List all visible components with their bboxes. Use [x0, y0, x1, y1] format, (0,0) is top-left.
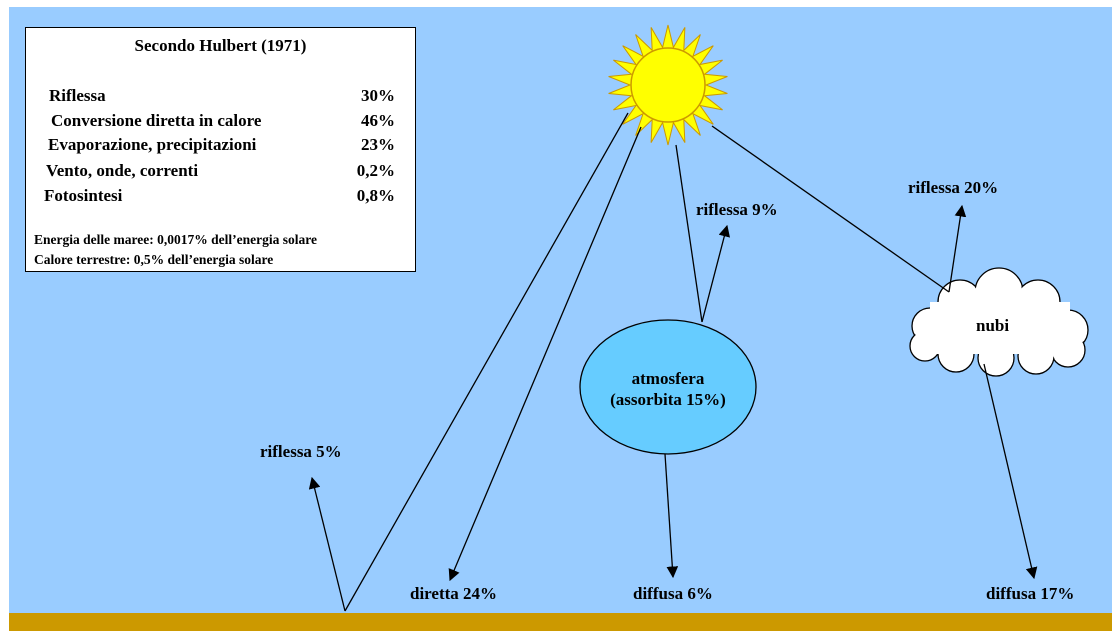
legend-row-value: 30% [361, 86, 395, 105]
legend-row-label: Fotosintesi [44, 186, 123, 205]
cloud-icon [909, 267, 1089, 377]
ray-reflected-ground [308, 476, 346, 612]
atmosphere-label: atmosfera (assorbita 15%) [588, 368, 748, 410]
ray-to-atmosphere [675, 144, 703, 323]
label-reflected-ground: riflessa 5% [260, 442, 342, 461]
label-direct: diretta 24% [410, 584, 498, 603]
legend-row-value: 0,8% [356, 186, 395, 205]
legend-box: Secondo Hulbert (1971) Riflessa 30% Conv… [25, 27, 416, 272]
ray-reflected-atmosphere [701, 224, 731, 323]
legend-row: Fotosintesi 0,8% [44, 186, 395, 208]
legend-row: Conversione diretta in calore 46% [46, 111, 395, 133]
ray-to-clouds [711, 125, 950, 293]
legend-note-tides: Energia delle maree: 0,0017% dell’energi… [34, 232, 317, 247]
legend-row-label: Conversione diretta in calore [51, 111, 262, 130]
sun-icon [608, 24, 728, 146]
ground-strip [9, 613, 1112, 631]
sun-disc [630, 47, 706, 123]
legend-row: Vento, onde, correnti 0,2% [46, 161, 395, 183]
legend-row-value: 0,2% [356, 161, 395, 180]
ray-to-ground [344, 112, 629, 612]
label-diffuse-clouds: diffusa 17% [986, 584, 1075, 603]
label-reflected-atmosphere: riflessa 9% [696, 200, 778, 219]
ray-diffuse-clouds [983, 363, 1038, 580]
legend-note-earth-heat: Calore terrestre: 0,5% dell’energia sola… [34, 252, 274, 267]
atmosphere-label-line2: (assorbita 15%) [610, 390, 726, 409]
clouds-label: nubi [976, 316, 1010, 335]
legend-title: Secondo Hulbert (1971) [134, 36, 307, 55]
legend-row-value: 46% [361, 111, 395, 130]
ray-diffuse-atmosphere [664, 453, 679, 579]
legend-row-label: Evaporazione, precipitazioni [48, 135, 257, 154]
label-reflected-clouds: riflessa 20% [908, 178, 999, 197]
ray-reflected-clouds [948, 204, 967, 293]
ray-direct [448, 126, 642, 582]
legend-row: Evaporazione, precipitazioni 23% [46, 135, 395, 157]
legend-row-label: Riflessa [49, 86, 106, 105]
legend-row: Riflessa 30% [46, 86, 395, 108]
legend-row-label: Vento, onde, correnti [46, 161, 199, 180]
label-diffuse-atmosphere: diffusa 6% [633, 584, 713, 603]
legend-row-value: 23% [361, 135, 395, 154]
atmosphere-label-line1: atmosfera [631, 369, 705, 388]
atmosphere-ellipse [579, 319, 757, 455]
